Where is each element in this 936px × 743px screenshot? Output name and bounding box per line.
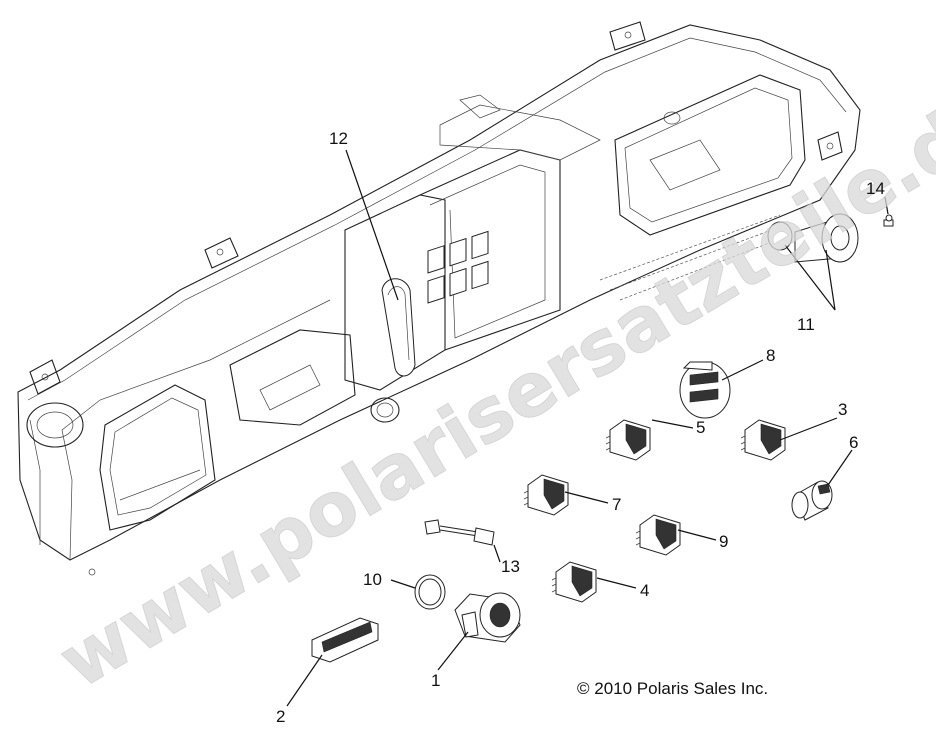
callout-9: 9 [719, 532, 728, 551]
callout-14: 14 [866, 179, 885, 198]
callout-6: 6 [849, 433, 858, 452]
indicator-light-icon [381, 278, 416, 377]
callout-12: 12 [329, 129, 348, 148]
switch-bank [427, 230, 489, 304]
callout-10: 10 [363, 570, 382, 589]
callout-3: 3 [838, 400, 847, 419]
o-ring-icon [414, 574, 446, 610]
callout-13: 13 [501, 557, 520, 576]
ignition-switch-icon [454, 592, 521, 643]
callout-4: 4 [640, 581, 649, 600]
leader-lines [286, 149, 889, 707]
wire-harness-icon [424, 519, 495, 546]
callout-5: 5 [696, 418, 705, 437]
callout-8: 8 [766, 346, 775, 365]
grommet-icon [767, 213, 859, 263]
rocker-switch-icon [523, 419, 786, 603]
dashboard-panel-icon [17, 21, 861, 576]
usb-charger-icon [679, 361, 731, 419]
callout-2: 2 [276, 707, 285, 726]
screw-icon [883, 214, 894, 227]
callout-11: 11 [797, 315, 815, 334]
copyright-text: © 2010 Polaris Sales Inc. [577, 679, 768, 698]
power-outlet-icon [791, 480, 833, 521]
callout-labels: 1 2 3 4 5 6 7 8 9 10 11 12 13 14 [276, 129, 885, 726]
callout-7: 7 [612, 495, 621, 514]
callout-1: 1 [431, 671, 440, 690]
indicator-bezel-icon [311, 617, 379, 663]
